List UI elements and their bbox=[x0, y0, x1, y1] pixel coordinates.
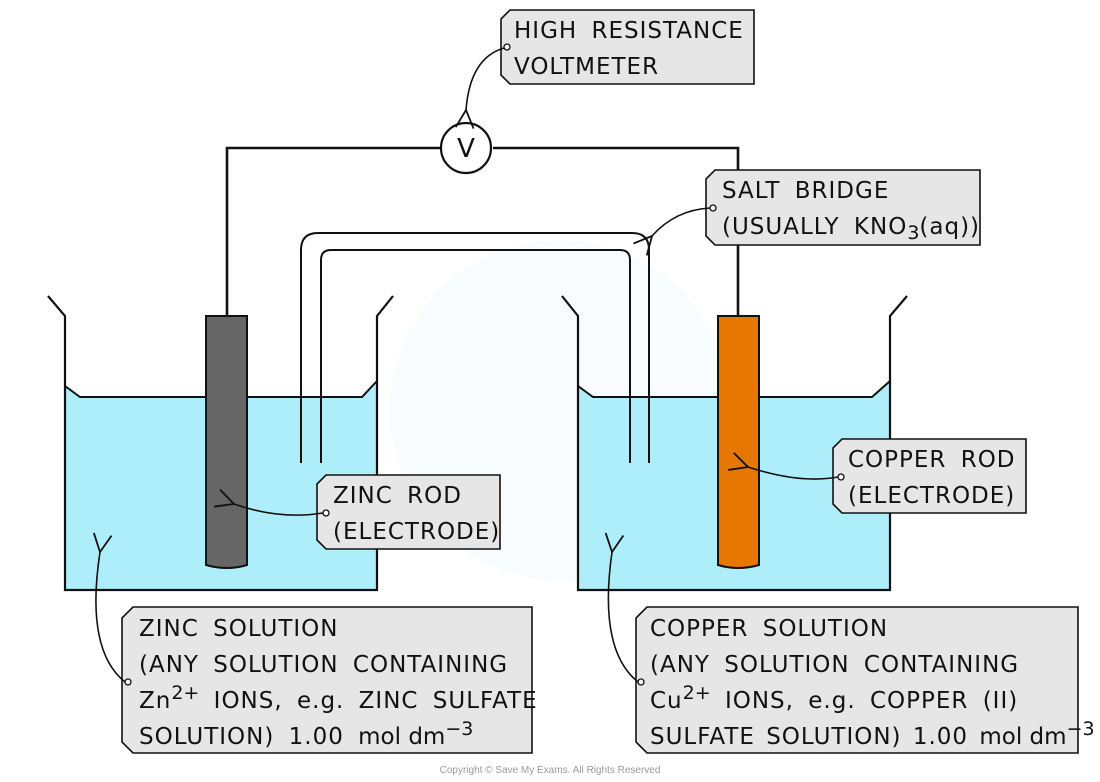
voltmeter: V bbox=[439, 121, 493, 175]
copper-solution-label: COPPER SOLUTION (ANY SOLUTION CONTAINING… bbox=[604, 532, 1095, 754]
zinc-solution-label: ZINC SOLUTION (ANY SOLUTION CONTAINING Z… bbox=[92, 532, 538, 754]
zinc-rod bbox=[205, 315, 248, 569]
copper-rod-label-line2: (ELECTRODE) bbox=[848, 483, 1015, 509]
circuit-wire bbox=[225, 146, 740, 316]
zinc-rod-label-line2: (ELECTRODE) bbox=[333, 519, 500, 545]
zinc-solution-line1: ZINC SOLUTION bbox=[139, 616, 338, 642]
zinc-rod-label-line1: ZINC ROD bbox=[333, 483, 462, 509]
copper-solution-line2: (ANY SOLUTION CONTAINING bbox=[650, 652, 1019, 678]
zinc-rod-label: ZINC ROD (ELECTRODE) bbox=[214, 474, 501, 550]
copper-solution-line1: COPPER SOLUTION bbox=[650, 616, 888, 642]
copper-rod bbox=[717, 315, 760, 569]
copper-rod-label-line1: COPPER ROD bbox=[848, 447, 1016, 473]
salt-bridge-label-line2: (USUALLY KNO3(aq)) bbox=[722, 214, 980, 244]
voltmeter-symbol: V bbox=[457, 134, 475, 164]
voltmeter-label-line2: VOLTMETER bbox=[514, 54, 659, 80]
zinc-solution-line2: (ANY SOLUTION CONTAINING bbox=[139, 652, 508, 678]
voltmeter-label: HIGH RESISTANCE VOLTMETER bbox=[454, 9, 755, 129]
copper-solution-line4: SULFATE SOLUTION) 1.00 mol dm−3 bbox=[650, 718, 1095, 750]
voltmeter-label-line1: HIGH RESISTANCE bbox=[514, 18, 744, 44]
copper-solution-line3: Cu2+ IONS, e.g. COPPER (II) bbox=[650, 682, 1018, 714]
salt-bridge-label-line1: SALT BRIDGE bbox=[722, 178, 889, 204]
zinc-solution-line3: Zn2+ IONS, e.g. ZINC SULFATE bbox=[139, 682, 538, 714]
salt-bridge-label: SALT BRIDGE (USUALLY KNO3(aq)) bbox=[633, 169, 981, 256]
copper-rod-label: COPPER ROD (ELECTRODE) bbox=[728, 438, 1027, 514]
zinc-solution-line4: SOLUTION) 1.00 mol dm−3 bbox=[139, 718, 473, 750]
copyright-text: Copyright © Save My Exams. All Rights Re… bbox=[440, 765, 661, 776]
